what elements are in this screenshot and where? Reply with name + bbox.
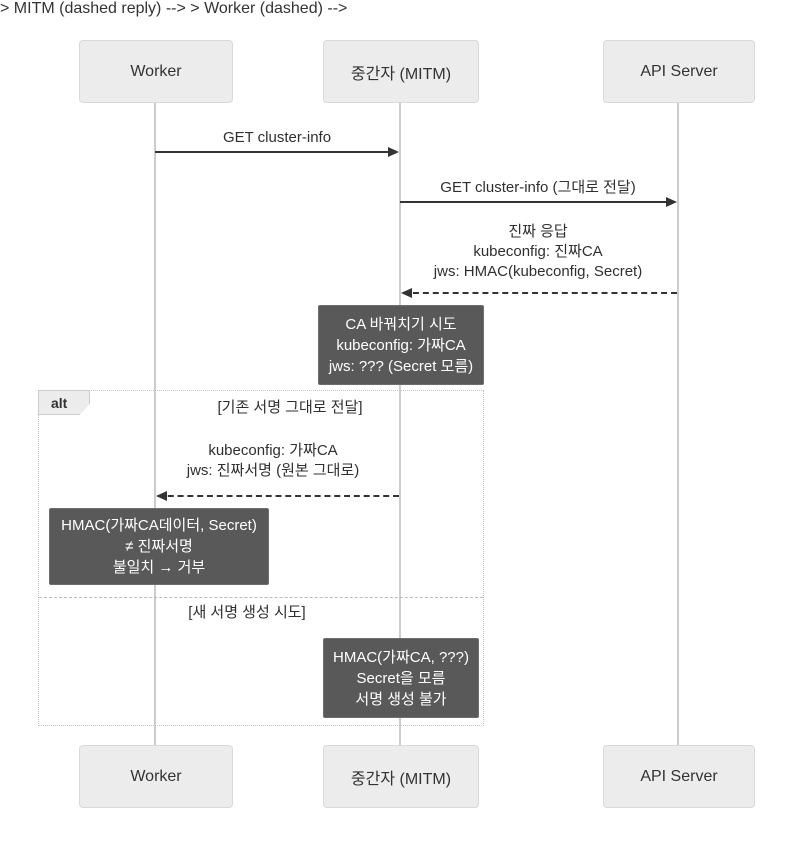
message-3-line2: kubeconfig: 진짜CA	[473, 243, 603, 260]
actor-api-server-label: API Server	[640, 767, 718, 785]
arrowhead-right-icon	[666, 197, 677, 207]
actor-worker-label: Worker	[130, 62, 182, 80]
message-4-line2: jws: 진짜서명 (원본 그대로)	[186, 462, 360, 479]
lifeline-api-server	[677, 103, 679, 745]
note-forge-fail-line3: 서명 생성 불가	[355, 690, 447, 708]
actor-mitm-label: 중간자 (MITM)	[350, 770, 452, 788]
alt-label: alt	[38, 390, 90, 415]
alt-condition-2: [새 서명 생성 시도]	[188, 604, 306, 621]
note-ca-swap-line1: CA 바꿔치기 시도	[345, 315, 457, 333]
message-3-line3: jws: HMAC(kubeconfig, Secret)	[433, 263, 643, 280]
arrowhead-left-icon	[156, 491, 167, 501]
note-forge-fail-line2: Secret을 모름	[356, 669, 446, 687]
message-4-line1: kubeconfig: 가짜CA	[208, 442, 338, 459]
note-worker-verify-line3: 불일치 → 거부	[112, 559, 206, 576]
actor-worker-label: Worker	[130, 767, 182, 785]
arrowhead-right-icon	[388, 147, 399, 157]
note-forge-fail-line1: HMAC(가짜CA, ???)	[333, 648, 469, 666]
note-worker-verify-line1: HMAC(가짜CA데이터, Secret)	[61, 517, 257, 534]
note-forge-fail: HMAC(가짜CA, ???) Secret을 모름 서명 생성 불가	[323, 638, 479, 718]
alt-condition-1: [기존 서명 그대로 전달]	[217, 399, 363, 416]
note-ca-swap-line2: kubeconfig: 가짜CA	[336, 336, 466, 354]
actor-api-server-top: API Server	[603, 40, 755, 103]
message-1-line	[155, 151, 397, 153]
note-worker-verify: HMAC(가짜CA데이터, Secret) ≠ 진짜서명 불일치 → 거부	[49, 508, 269, 585]
lifeline-worker	[154, 103, 156, 745]
actor-mitm-top: 중간자 (MITM)	[323, 40, 479, 103]
message-4-line	[158, 495, 399, 497]
message-3-line1: 진짜 응답	[508, 223, 568, 240]
message-2-label: GET cluster-info (그대로 전달)	[440, 179, 636, 196]
arrowhead-left-icon	[401, 288, 412, 298]
alt-divider	[39, 597, 483, 598]
lifeline-mitm	[399, 103, 401, 745]
message-4-label: kubeconfig: 가짜CA jws: 진짜서명 (원본 그대로)	[187, 441, 360, 481]
note-worker-verify-line2: ≠ 진짜서명	[125, 538, 193, 555]
actor-mitm-label: 중간자 (MITM)	[350, 65, 452, 83]
message-2-line	[400, 201, 674, 203]
message-1-label: GET cluster-info	[222, 129, 332, 146]
actor-worker-bottom: Worker	[79, 745, 233, 808]
note-ca-swap-line3: jws: ??? (Secret 모름)	[328, 357, 474, 375]
message-3-line	[403, 292, 677, 294]
note-ca-swap: CA 바꿔치기 시도 kubeconfig: 가짜CA jws: ??? (Se…	[318, 305, 484, 385]
actor-worker-top: Worker	[79, 40, 233, 103]
actor-mitm-bottom: 중간자 (MITM)	[323, 745, 479, 808]
alt-frame	[38, 390, 484, 726]
message-3-label: 진짜 응답 kubeconfig: 진짜CA jws: HMAC(kubecon…	[434, 222, 642, 282]
actor-api-server-label: API Server	[640, 62, 718, 80]
actor-api-server-bottom: API Server	[603, 745, 755, 808]
